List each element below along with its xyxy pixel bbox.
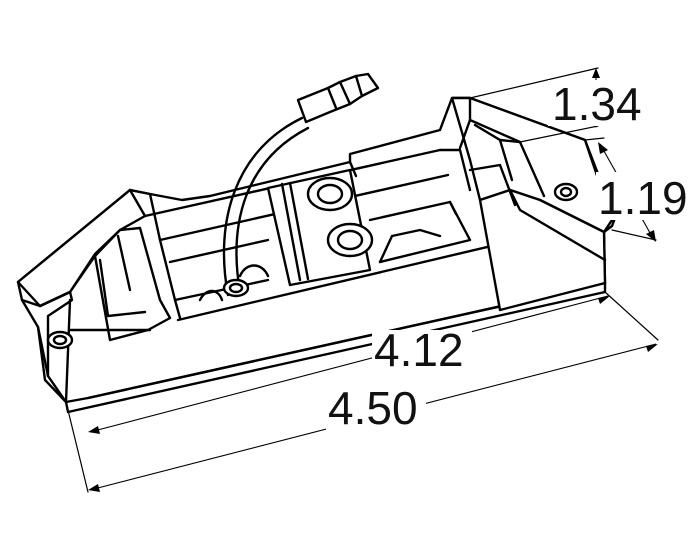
lower-screw-boss — [326, 222, 374, 258]
left-mount-hole — [46, 330, 74, 350]
height-total-label: 1.34 — [552, 78, 642, 130]
wire-grommet — [222, 278, 250, 298]
wire-lead — [222, 72, 380, 298]
dimension-lines — [47, 67, 659, 493]
length-overall-label: 4.50 — [328, 382, 418, 434]
wire-connector — [296, 72, 380, 124]
upper-screw-boss — [306, 176, 354, 212]
height-body-label: 1.19 — [598, 172, 688, 224]
right-mount-hole — [553, 182, 579, 202]
length-inner-label: 4.12 — [374, 324, 464, 376]
length-inner-dim-line — [89, 295, 609, 433]
lamp-housing — [16, 96, 617, 414]
